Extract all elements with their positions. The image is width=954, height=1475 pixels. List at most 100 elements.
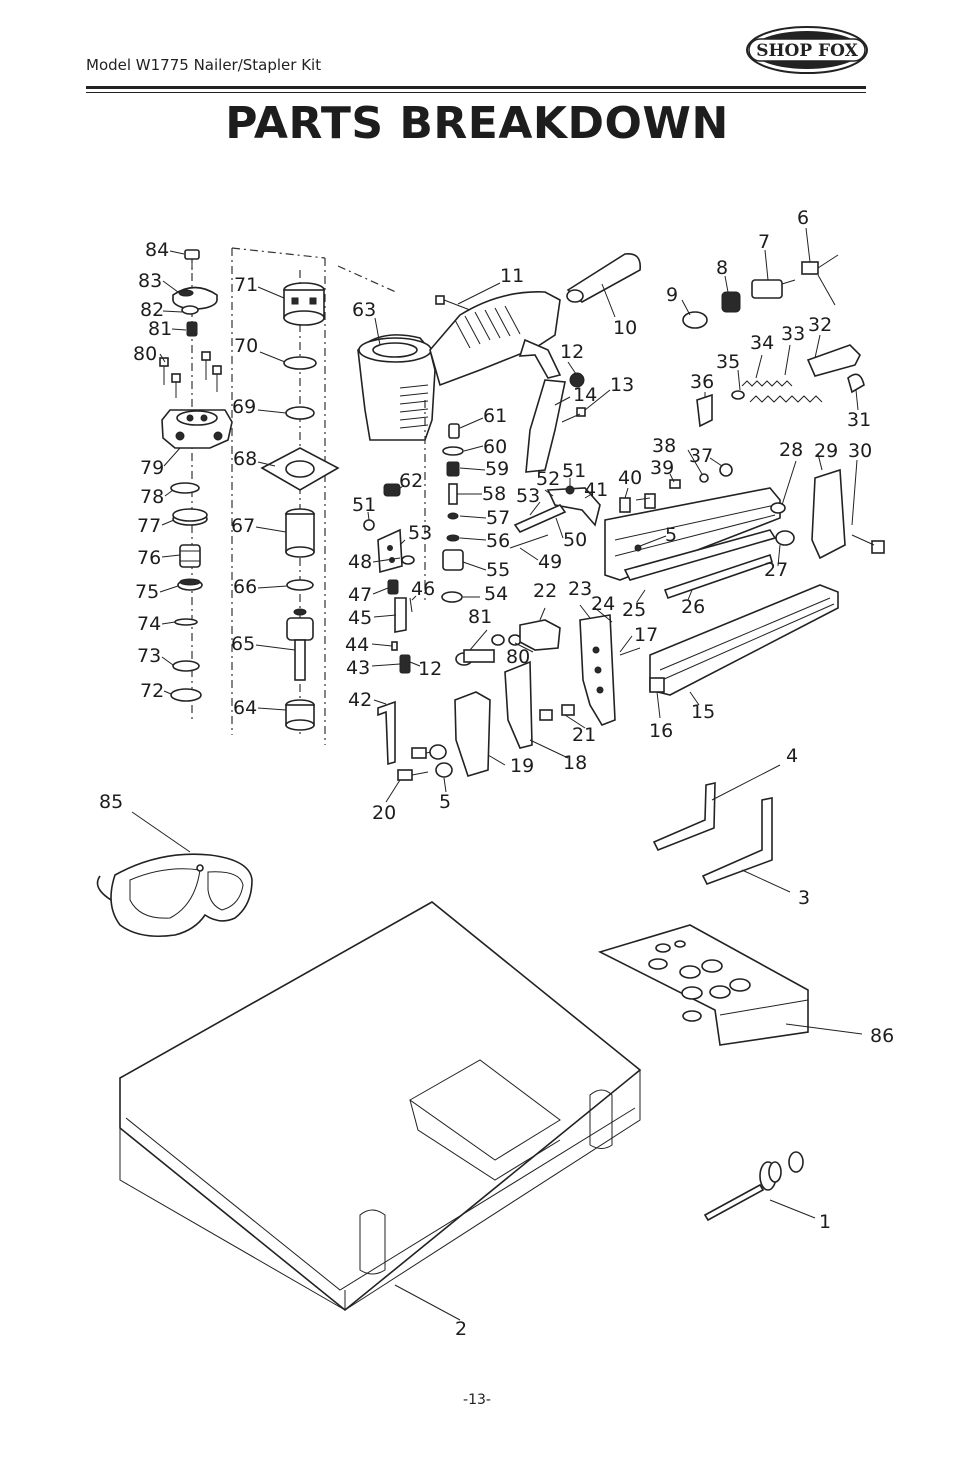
- callout-62: 62: [399, 470, 423, 492]
- callout-70: 70: [234, 335, 258, 357]
- part-59-spring: [446, 461, 460, 477]
- callout-79: 79: [140, 457, 164, 479]
- callout-2: 2: [455, 1318, 467, 1340]
- part-71-cylinder-cap: [283, 282, 325, 326]
- callout-65: 65: [231, 633, 255, 655]
- callout-37: 37: [689, 445, 713, 467]
- callout-21: 21: [572, 724, 596, 746]
- callout-53: 53: [516, 485, 540, 507]
- callout-27: 27: [764, 559, 788, 581]
- callout-31: 31: [847, 409, 871, 431]
- part-65-piston: [286, 608, 314, 681]
- callout-24: 24: [591, 593, 615, 615]
- part-37-nut: [719, 463, 733, 477]
- callout-7: 7: [758, 231, 770, 253]
- part-13-screw: [561, 407, 586, 423]
- callout-73: 73: [137, 645, 161, 667]
- callout-20: 20: [372, 802, 396, 824]
- callout-5-lower: 5: [439, 791, 451, 813]
- callout-61: 61: [483, 405, 507, 427]
- part-79-head-cover: [161, 409, 233, 449]
- part-57-oring: [447, 512, 459, 520]
- part-12-nut: [569, 372, 585, 388]
- callout-49: 49: [538, 551, 562, 573]
- callout-40: 40: [618, 467, 642, 489]
- header-rule-thin: [86, 92, 866, 93]
- part-83-cap: [172, 286, 218, 310]
- callout-63: 63: [352, 299, 376, 321]
- part-61-valve-pin: [448, 423, 460, 439]
- part-36-bracket: [696, 393, 713, 428]
- callout-14: 14: [573, 384, 597, 406]
- callout-58: 58: [482, 483, 506, 505]
- callout-46: 46: [411, 578, 435, 600]
- callout-53-left: 53: [408, 522, 432, 544]
- callout-5: 5: [665, 524, 677, 546]
- part-8-filter: [721, 291, 741, 313]
- callout-35: 35: [716, 351, 740, 373]
- callout-52: 52: [536, 468, 560, 490]
- callout-66: 66: [233, 576, 257, 598]
- part-60-oring: [442, 446, 464, 456]
- part-70-oring: [283, 356, 317, 370]
- svg-text:SHOP FOX: SHOP FOX: [756, 41, 858, 61]
- part-51-pin: [565, 485, 575, 495]
- callout-36: 36: [690, 371, 714, 393]
- part-53-lever: [513, 504, 567, 533]
- callout-51: 51: [562, 460, 586, 482]
- part-21-screws: [539, 704, 575, 721]
- part-48-bushing: [401, 555, 415, 565]
- callout-34: 34: [750, 332, 774, 354]
- part-44-pin: [391, 641, 398, 651]
- callout-74: 74: [137, 613, 161, 635]
- callout-32: 32: [808, 314, 832, 336]
- callout-19: 19: [510, 755, 534, 777]
- callout-64: 64: [233, 697, 257, 719]
- part-67-cylinder: [285, 508, 315, 558]
- part-80-washers: [491, 634, 522, 646]
- header-rule: [86, 86, 866, 89]
- part-43-adjuster: [399, 654, 411, 674]
- part-7-fitting: [751, 279, 796, 299]
- callout-12-lower: 12: [418, 658, 442, 680]
- part-84-screw: [184, 249, 200, 270]
- callout-48: 48: [348, 551, 372, 573]
- part-64-bumper: [285, 699, 315, 731]
- part-49-spring: [509, 534, 549, 549]
- part-5-magazine-washer: [634, 544, 642, 552]
- part-53-left-bracket: [377, 528, 403, 574]
- callout-3: 3: [798, 887, 810, 909]
- part-11-screw: [435, 295, 471, 311]
- callout-12: 12: [560, 341, 584, 363]
- callout-4: 4: [786, 745, 798, 767]
- part-39-screw: [669, 479, 681, 489]
- callout-42: 42: [348, 689, 372, 711]
- part-29-latch: [811, 468, 846, 560]
- part-41-screw: [644, 493, 656, 509]
- callout-41: 41: [584, 479, 608, 501]
- callout-86: 86: [870, 1025, 894, 1047]
- callout-78: 78: [140, 486, 164, 508]
- part-76-valve: [179, 544, 201, 568]
- callout-68: 68: [233, 448, 257, 470]
- callout-80: 80: [133, 343, 157, 365]
- callout-45: 45: [348, 607, 372, 629]
- callout-60: 60: [483, 436, 507, 458]
- callout-22: 22: [533, 580, 557, 602]
- part-56-oring: [446, 534, 460, 542]
- part-85-safety-glasses: [96, 853, 253, 938]
- callout-13: 13: [610, 374, 634, 396]
- callout-59: 59: [485, 458, 509, 480]
- callout-16: 16: [649, 720, 673, 742]
- part-15-magazine: [649, 584, 839, 696]
- callout-17: 17: [634, 624, 658, 646]
- callout-69: 69: [232, 396, 256, 418]
- callout-71: 71: [234, 274, 258, 296]
- part-86-oring-kit: [597, 924, 809, 1046]
- part-2-carrying-case: [119, 901, 642, 1321]
- callout-81-lower: 81: [468, 606, 492, 628]
- part-14-plate: [525, 379, 566, 473]
- callout-83: 83: [138, 270, 162, 292]
- callout-84: 84: [145, 239, 169, 261]
